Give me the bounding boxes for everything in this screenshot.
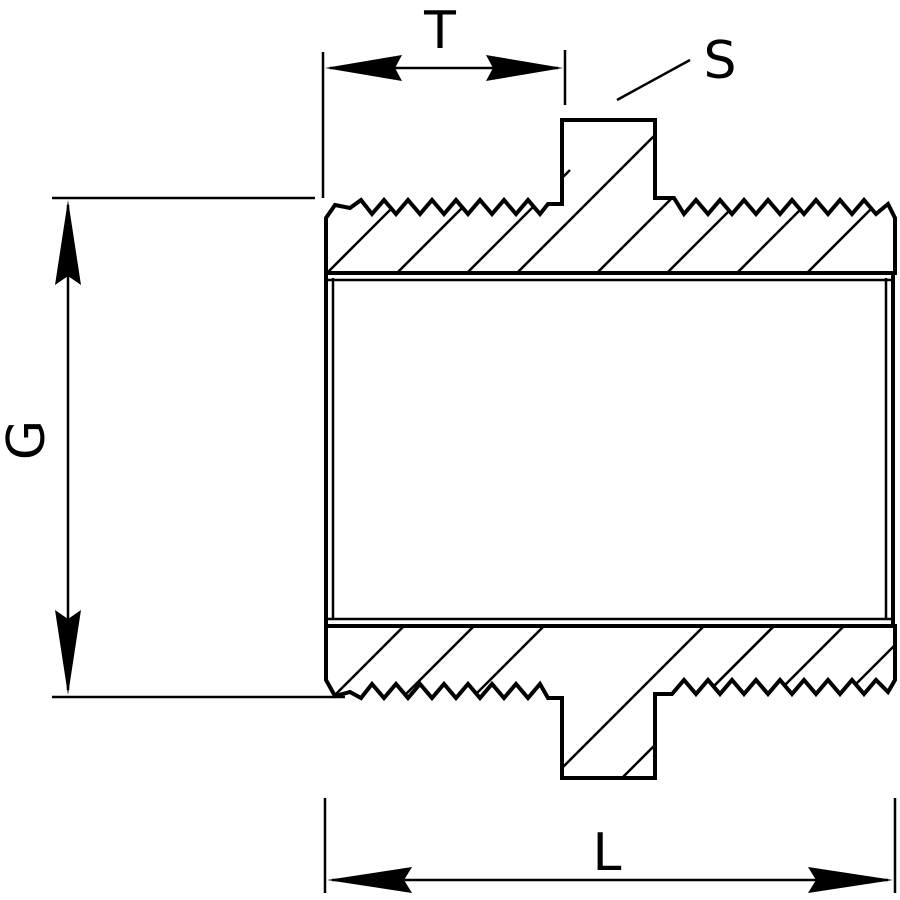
upper-thread-outline [324,118,897,275]
lower-thread-outline [324,624,897,780]
lower-hatching [326,626,895,778]
bore [324,273,895,626]
arrowhead-right [486,55,563,81]
dimension-t: T [321,1,567,198]
label-t: T [423,1,456,61]
label-s: S [703,31,736,91]
dimension-l: L [323,798,897,893]
arrowhead-bottom [55,610,81,695]
arrowhead-top [55,200,81,285]
label-g: G [0,420,57,460]
upper-wall-section [324,118,897,275]
lower-wall-section [324,624,897,780]
label-l: L [593,823,622,883]
arrowhead-right [808,867,893,893]
leader-s: S [616,31,737,102]
arrowhead-left [327,867,412,893]
dimension-g: G [0,196,345,699]
arrowhead-left [325,55,402,81]
